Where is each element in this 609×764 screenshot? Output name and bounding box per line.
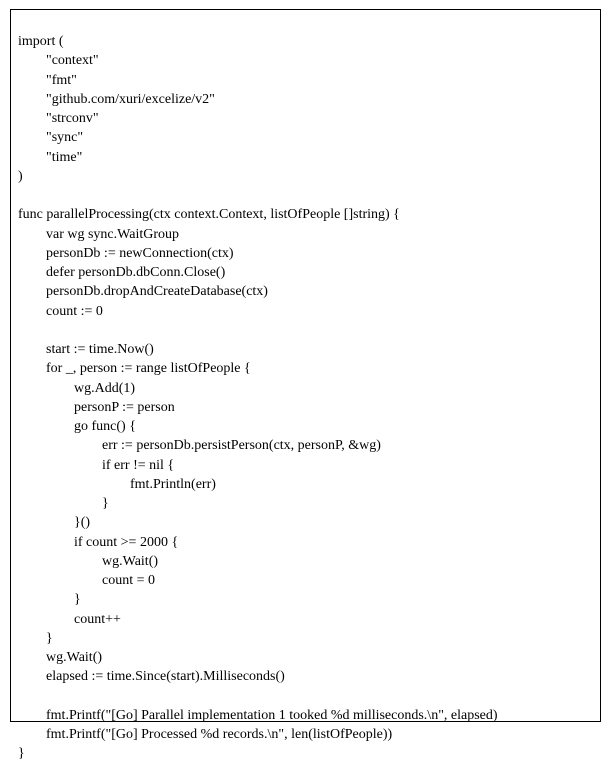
- code-line: elapsed := time.Since(start).Millisecond…: [18, 669, 285, 685]
- code-line: }: [18, 630, 53, 646]
- code-line: go func() {: [18, 419, 136, 434]
- code-line: fmt.Println(err): [18, 476, 216, 492]
- code-line: defer personDb.dbConn.Close(): [18, 265, 226, 280]
- code-line: "time": [18, 149, 83, 165]
- code-line: [18, 321, 598, 340]
- code-line: fmt.Printf("[Go] Processed %d records.\n…: [18, 727, 393, 742]
- code-line: }: [18, 496, 109, 511]
- code-line: "fmt": [18, 72, 77, 88]
- code-line: "strconv": [18, 111, 99, 126]
- code-listing: import ( "context" "fmt" "github.com/xur…: [18, 32, 598, 764]
- code-line: count := 0: [18, 303, 103, 319]
- code-line: fmt.Printf("[Go] Parallel implementation…: [18, 707, 498, 723]
- code-line: if count >= 2000 {: [18, 534, 179, 550]
- code-line: }(): [18, 515, 91, 531]
- code-line: wg.Wait(): [18, 650, 103, 665]
- code-line: func parallelProcessing(ctx context.Cont…: [18, 207, 400, 223]
- code-listing-box: import ( "context" "fmt" "github.com/xur…: [10, 9, 601, 761]
- code-line: personP := person: [18, 399, 175, 415]
- code-line: }: [18, 746, 25, 762]
- code-line: wg.Add(1): [18, 380, 136, 396]
- code-line: import (: [18, 34, 64, 49]
- code-line: for _, person := range listOfPeople {: [18, 361, 251, 377]
- code-line: "sync": [18, 130, 84, 146]
- code-line: [18, 687, 598, 706]
- code-line: [18, 186, 598, 205]
- code-line: count++: [18, 611, 121, 627]
- code-line: err := personDb.persistPerson(ctx, perso…: [18, 438, 381, 454]
- code-line: count = 0: [18, 573, 155, 588]
- code-line: "context": [18, 53, 99, 69]
- code-line: "github.com/xuri/excelize/v2": [18, 91, 215, 107]
- code-line: wg.Wait(): [18, 553, 159, 569]
- code-line: if err != nil {: [18, 457, 175, 473]
- code-line: personDb.dropAndCreateDatabase(ctx): [18, 284, 268, 300]
- code-line: var wg sync.WaitGroup: [18, 226, 180, 242]
- code-line: start := time.Now(): [18, 342, 154, 357]
- code-line: }: [18, 592, 81, 608]
- code-line: personDb := newConnection(ctx): [18, 245, 234, 261]
- code-line: ): [18, 168, 23, 184]
